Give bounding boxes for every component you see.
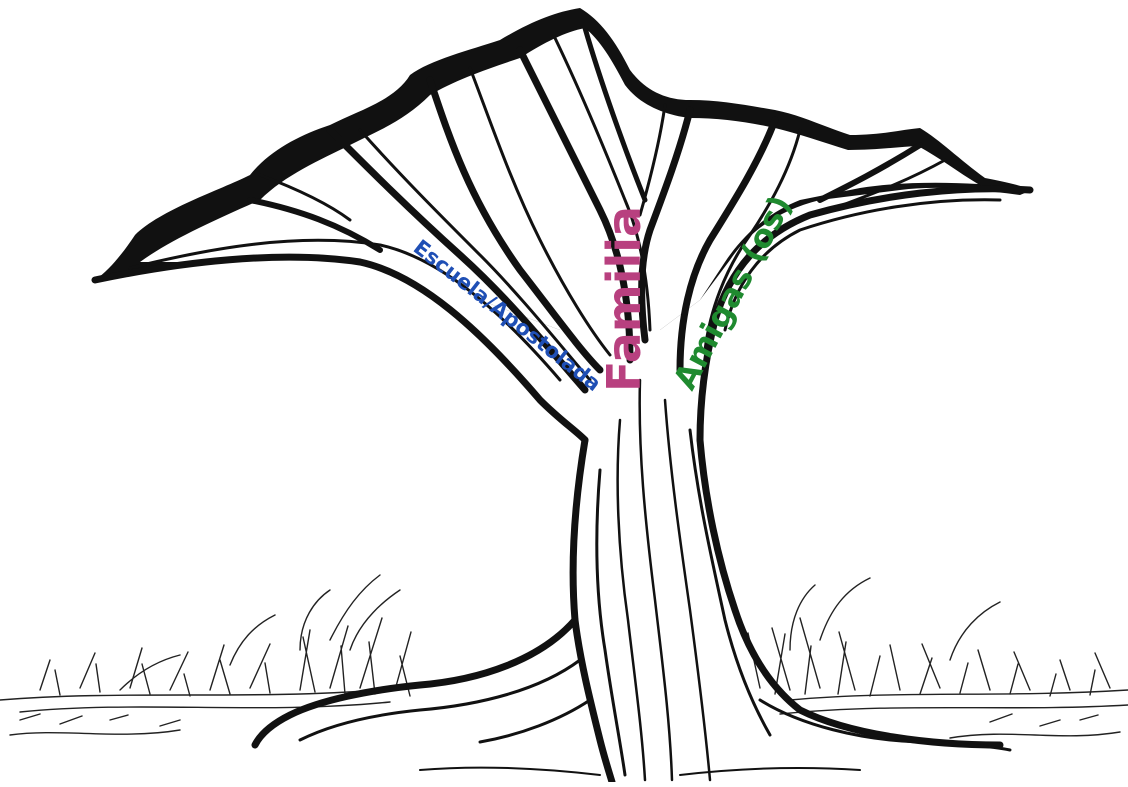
label-family: Familia	[597, 206, 651, 392]
trunk	[255, 380, 1010, 782]
